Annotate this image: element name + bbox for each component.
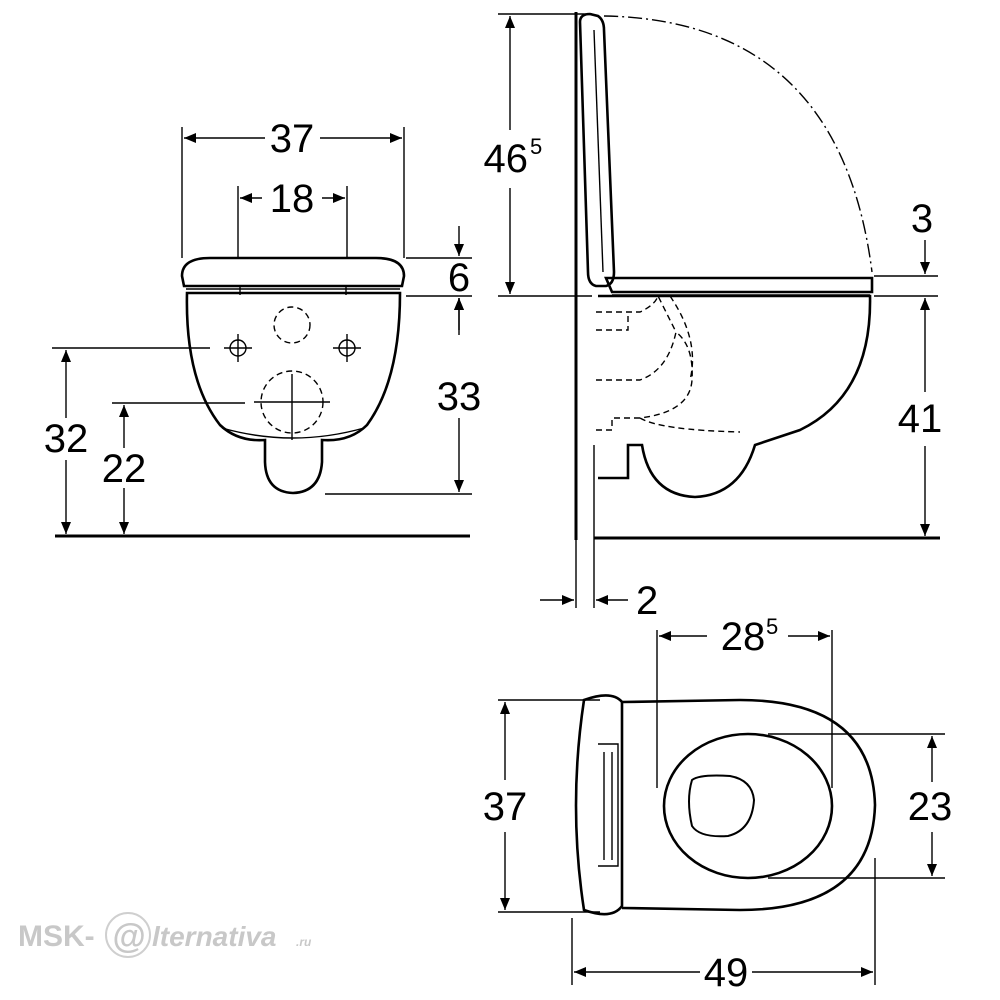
seat-thickness-label: 6 (448, 256, 470, 300)
dimension-rim-height: 41 (898, 298, 943, 536)
top-hinge-bracket (598, 743, 619, 867)
fixing-point-right (333, 334, 361, 362)
dimension-lid-open-height: 46 5 (484, 16, 542, 294)
top-seat-opening (662, 732, 834, 880)
lid-open-height-sup: 5 (530, 134, 542, 159)
fixing-point-left (224, 334, 252, 362)
dimension-fixing-spacing: 18 (240, 177, 345, 221)
watermark-at: @ (112, 918, 145, 956)
top-bowl-opening (688, 774, 756, 838)
watermark-logo: MSK- @ lternativa .ru (18, 912, 312, 958)
watermark-tld: .ru (296, 935, 312, 949)
dimension-front-width: 37 (184, 117, 402, 161)
top-rear-plate (574, 694, 624, 916)
top-view: 28 5 37 23 49 (483, 614, 953, 995)
fixing-height-label: 32 (44, 417, 89, 461)
side-bowl-body (598, 294, 872, 499)
water-inlet-opening (273, 306, 311, 344)
front-width-label: 37 (270, 117, 315, 161)
top-depth-label: 49 (704, 951, 749, 995)
side-view: 46 5 3 41 2 (484, 12, 943, 623)
dimension-outlet-height: 22 (102, 405, 147, 534)
dimension-top-depth: 49 (574, 951, 873, 995)
side-trapway-dashed (596, 295, 741, 433)
opening-length-main: 28 (721, 615, 766, 659)
dimension-opening-width: 23 (908, 736, 953, 876)
lid-swing-arc (603, 15, 873, 273)
dimension-top-width: 37 (483, 702, 528, 910)
top-width-label: 37 (483, 785, 528, 829)
side-seat (604, 276, 874, 294)
seat-gap-label: 3 (911, 197, 933, 241)
dimension-seat-gap: 3 (911, 197, 933, 274)
dimension-fixing-height: 32 (44, 350, 89, 534)
top-seat-outline (621, 698, 877, 912)
watermark-prefix: MSK- (18, 920, 95, 953)
rim-height-label: 41 (898, 397, 943, 441)
lid-open-height-main: 46 (484, 137, 529, 181)
dimension-opening-length: 28 5 (659, 614, 830, 659)
fixing-spacing-label: 18 (270, 177, 315, 221)
wall-offset-label: 2 (636, 579, 658, 623)
opening-length-sup: 5 (766, 614, 778, 639)
opening-width-label: 23 (908, 785, 953, 829)
bowl-base-curve (221, 427, 365, 439)
outlet-height-label: 22 (102, 447, 147, 491)
dimension-wall-offset: 2 (540, 579, 658, 623)
front-view: 37 18 6 33 32 22 (44, 117, 482, 538)
watermark-suffix: lternativa (152, 921, 277, 952)
dimension-bowl-height: 33 (437, 298, 482, 492)
seat-lid (180, 256, 406, 288)
open-lid (578, 12, 616, 288)
bowl-height-label: 33 (437, 375, 482, 419)
bowl-body (185, 291, 402, 495)
